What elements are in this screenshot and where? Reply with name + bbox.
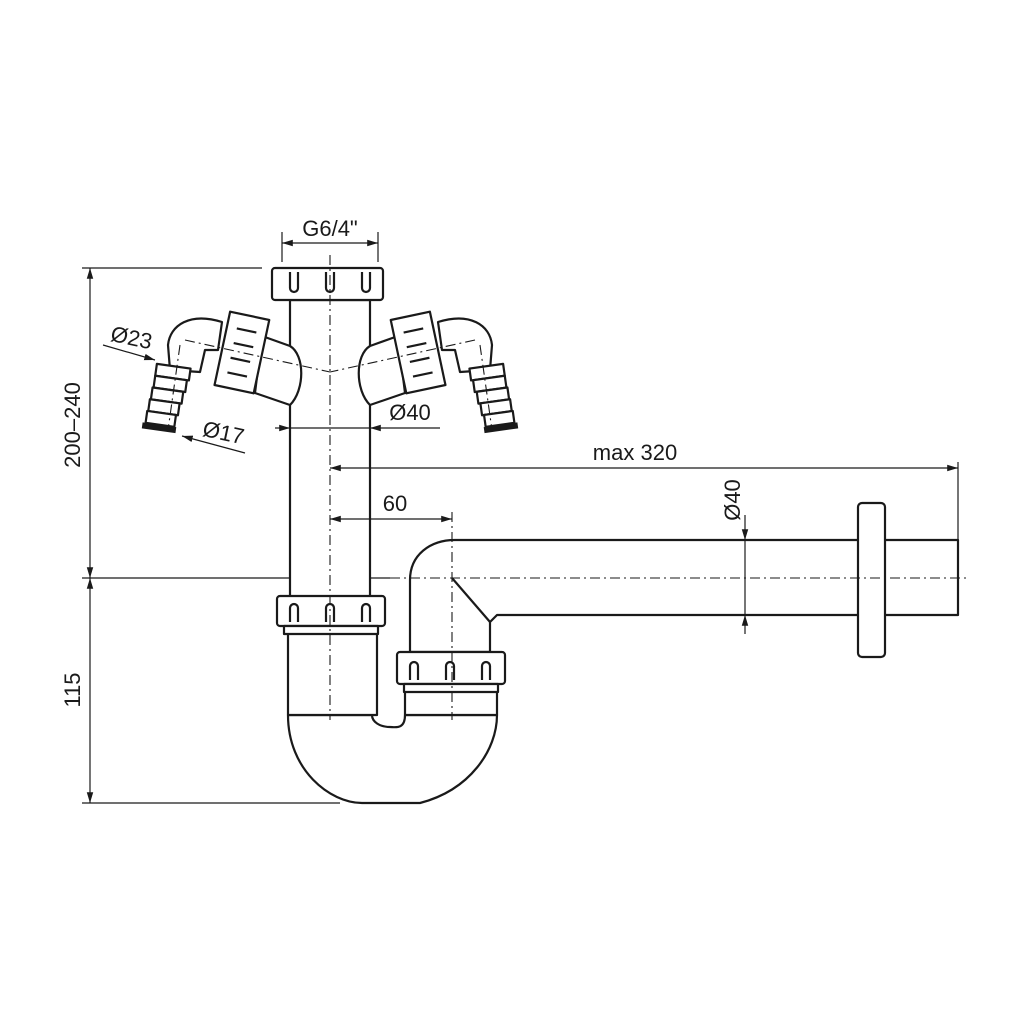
- hose-inner-diameter: Ø17: [181, 416, 247, 454]
- hose-outer-label: Ø23: [109, 321, 155, 354]
- wall-flange: [856, 501, 887, 659]
- left-hose-connector: [141, 310, 303, 434]
- hose-inner-label: Ø17: [201, 416, 247, 449]
- right-hose-connector: [357, 310, 519, 434]
- outlet-nut: [395, 650, 507, 694]
- lower-right-tube: [403, 688, 499, 717]
- top-nut: [270, 266, 385, 302]
- vertical-pipe-diameter: Ø40: [275, 400, 440, 432]
- trap-bend: [286, 713, 499, 805]
- height-upper-label: 200–240: [60, 382, 85, 468]
- centerlines: [167, 255, 968, 720]
- offset-dimension: 60: [330, 491, 452, 523]
- height-dimension: 200–240 115: [60, 267, 390, 804]
- thread-label: G6/4": [302, 216, 358, 241]
- thread-dimension: G6/4": [281, 216, 379, 262]
- max-length-dimension: max 320: [330, 440, 959, 540]
- outlet-pipe: [408, 538, 960, 654]
- height-lower-label: 115: [60, 672, 85, 707]
- horizontal-diameter-label: Ø40: [720, 479, 745, 521]
- max-length-label: max 320: [593, 440, 677, 465]
- vertical-diameter-label: Ø40: [389, 400, 431, 425]
- offset-label: 60: [383, 491, 407, 516]
- horizontal-pipe-diameter: Ø40: [720, 479, 749, 634]
- lower-nut: [275, 594, 387, 636]
- hose-outer-diameter: Ø23: [102, 321, 156, 361]
- lower-left-tube: [286, 630, 379, 717]
